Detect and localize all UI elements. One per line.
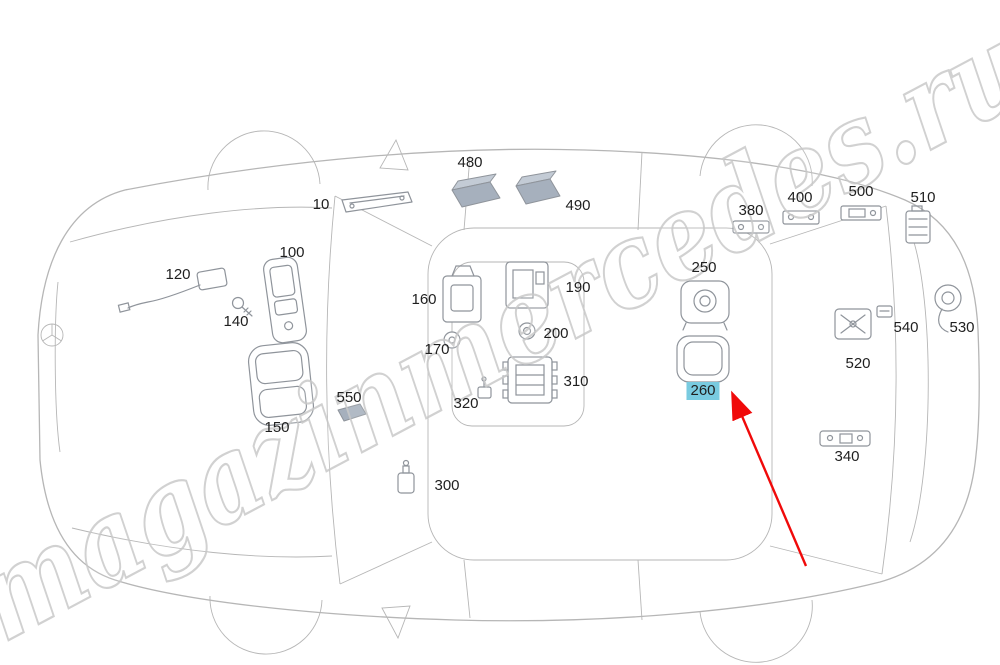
part-label-380[interactable]: 380 [738,202,764,219]
part-label-540[interactable]: 540 [893,319,919,336]
part-label-550[interactable]: 550 [336,389,362,406]
part-380-drawing [732,220,770,234]
part-label-170[interactable]: 170 [424,341,450,358]
part-530-drawing [934,284,962,333]
part-100-drawing [263,256,307,344]
part-label-530[interactable]: 530 [949,319,975,336]
part-310-drawing [502,356,558,404]
part-label-250[interactable]: 250 [691,259,717,276]
part-label-260[interactable]: 260 [686,382,720,400]
part-250-drawing [680,280,730,331]
part-400-drawing [782,210,820,225]
part-label-500[interactable]: 500 [848,183,874,200]
part-510-drawing [905,205,931,244]
part-550-drawing [337,403,367,422]
part-120-drawing [117,267,228,313]
part-190-drawing [505,261,549,309]
part-150-drawing [247,342,315,426]
part-320-drawing [477,376,492,399]
part-label-150[interactable]: 150 [264,419,290,436]
part-label-160[interactable]: 160 [411,291,437,308]
part-520-drawing [834,308,872,340]
part-label-300[interactable]: 300 [434,477,460,494]
part-label-10[interactable]: 10 [312,196,330,213]
part-490-drawing [515,170,561,205]
part-300-drawing [397,459,415,494]
part-label-200[interactable]: 200 [543,325,569,342]
part-label-520[interactable]: 520 [845,355,871,372]
part-540-drawing [876,305,893,318]
part-label-320[interactable]: 320 [453,395,479,412]
part-label-490[interactable]: 490 [565,197,591,214]
part-340-drawing [819,430,871,447]
part-160-drawing [442,265,482,323]
part-label-190[interactable]: 190 [565,279,591,296]
part-label-510[interactable]: 510 [910,189,936,206]
pointer-arrow [731,390,808,567]
part-label-480[interactable]: 480 [457,154,483,171]
part-label-120[interactable]: 120 [165,266,191,283]
part-label-400[interactable]: 400 [787,189,813,206]
part-170-drawing [443,331,461,349]
part-label-310[interactable]: 310 [563,373,589,390]
part-500-drawing [840,205,882,221]
brand-star-icon [40,323,64,347]
part-label-140[interactable]: 140 [223,313,249,330]
part-200-drawing [518,322,536,340]
part-480-drawing [451,173,501,208]
part-10-drawing [341,191,413,213]
part-label-100[interactable]: 100 [279,244,305,261]
part-260-drawing [676,335,730,383]
part-140-drawing [231,296,253,317]
part-label-340[interactable]: 340 [834,448,860,465]
